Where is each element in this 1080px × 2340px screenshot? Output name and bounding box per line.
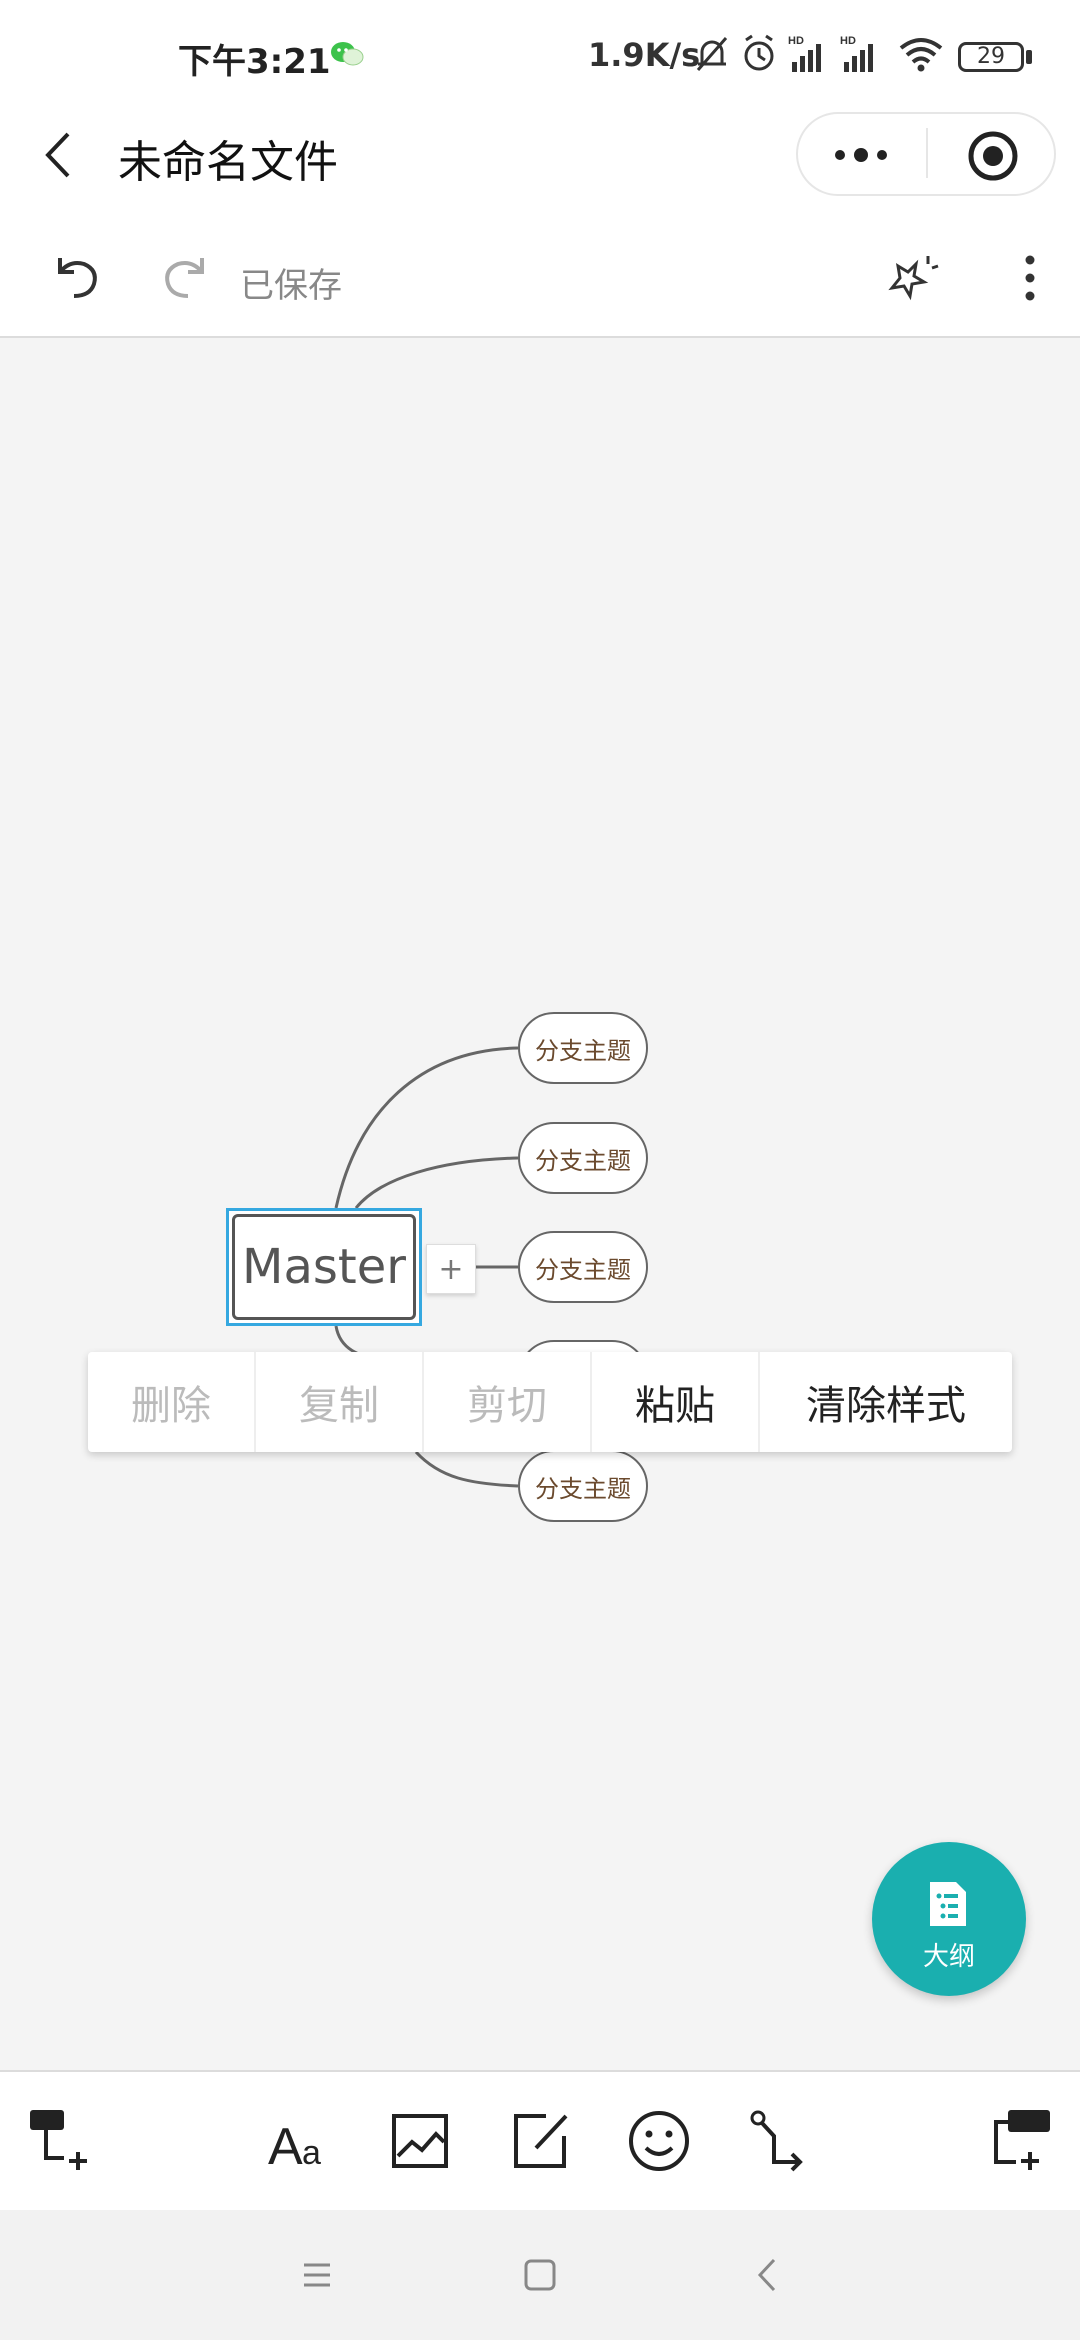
outline-button[interactable]: 大纲 [872,1842,1026,1996]
relationship-icon[interactable] [744,2106,814,2176]
branch-topic-node[interactable]: 分支主题 [518,1450,648,1522]
battery-icon [958,42,1024,72]
context-menu: 删除 复制 剪切 粘贴 清除样式 [88,1352,1012,1452]
wechat-icon [331,42,364,66]
signal-hd-icon: HD [788,35,821,72]
system-nav-bar [0,2210,1080,2340]
battery-level: 29 [977,44,1005,69]
text-style-icon[interactable]: A a [266,2106,336,2176]
saved-status: 已保存 [240,266,342,306]
add-topic-icon[interactable] [986,2106,1056,2176]
editor-toolbar [0,230,1080,338]
image-icon[interactable] [386,2106,456,2176]
paste-menu-item[interactable]: 粘贴 [592,1352,760,1452]
outline-doc-icon [930,1882,966,1926]
file-title[interactable]: 未命名文件 [118,137,338,188]
delete-menu-item[interactable]: 删除 [88,1352,256,1452]
svg-text:HD: HD [788,35,804,47]
svg-text:A: A [268,2118,303,2176]
capsule-divider [926,128,928,178]
emoji-icon[interactable] [624,2106,694,2176]
outline-label: 大纲 [922,1942,975,1972]
magic-wand-icon[interactable] [884,250,940,306]
svg-text:HD: HD [840,35,856,47]
redo-icon[interactable] [156,248,212,304]
home-nav-icon[interactable] [515,2250,565,2300]
close-mini-program-icon[interactable] [958,124,1028,188]
clear-style-menu-item[interactable]: 清除样式 [806,1383,966,1429]
wifi-icon [899,38,943,72]
battery-nub [1026,50,1032,64]
network-speed: 1.9K/s [588,36,701,74]
signal-hd-icon: HD [840,35,873,72]
add-subtopic-icon[interactable] [26,2106,96,2176]
master-topic-label: Master [232,1214,416,1320]
status-time: 下午3:21 [178,42,331,82]
alarm-icon [744,34,774,71]
undo-icon[interactable] [50,248,106,304]
mindmap-canvas[interactable] [0,338,1080,2070]
cut-menu-item[interactable]: 剪切 [424,1352,592,1452]
branch-topic-node[interactable]: 分支主题 [518,1012,648,1084]
copy-menu-item[interactable]: 复制 [256,1352,424,1452]
more-icon[interactable] [826,130,896,180]
svg-text:a: a [302,2134,321,2172]
master-topic-node[interactable]: Master [226,1208,422,1326]
menu-nav-icon[interactable] [292,2250,342,2300]
note-icon[interactable] [506,2106,576,2176]
back-icon[interactable] [30,120,90,190]
back-nav-icon[interactable] [744,2250,794,2300]
mute-bell-icon [696,37,728,71]
add-child-button[interactable]: + [426,1244,476,1294]
vertical-more-icon[interactable] [1010,248,1050,308]
status-bar [0,0,1080,110]
branch-topic-node[interactable]: 分支主题 [518,1122,648,1194]
branch-topic-node[interactable]: 分支主题 [518,1231,648,1303]
